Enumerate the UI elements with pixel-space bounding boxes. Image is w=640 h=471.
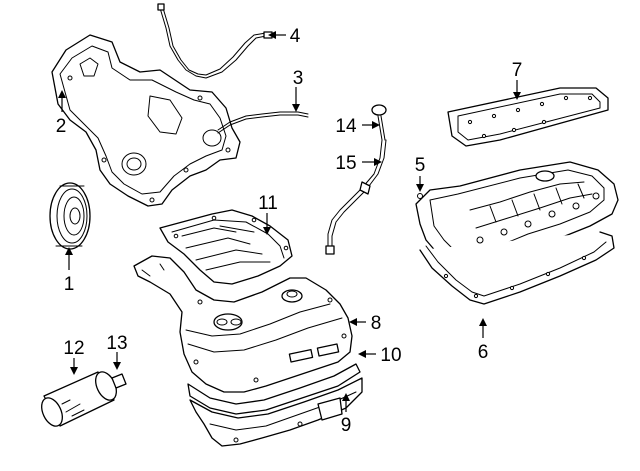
callout-7: 7 <box>512 60 523 81</box>
dipstick[interactable] <box>371 104 387 141</box>
valve-cover-lower-gasket[interactable] <box>419 231 615 305</box>
crank-pulley[interactable] <box>49 182 91 250</box>
upper-oil-pan[interactable] <box>133 255 353 393</box>
callout-1: 1 <box>64 274 75 295</box>
callout-10: 10 <box>380 345 401 366</box>
callout-4: 4 <box>290 26 301 47</box>
valve-cover-gasket[interactable] <box>447 87 609 147</box>
callout-15: 15 <box>335 153 356 174</box>
timing-cover-harness[interactable] <box>157 3 273 79</box>
callout-9: 9 <box>341 415 352 436</box>
leader-lines <box>58 31 521 412</box>
oil-pan-gasket[interactable] <box>187 363 361 415</box>
callout-5: 5 <box>415 155 426 176</box>
oil-filter-adapter[interactable] <box>111 373 127 389</box>
windage-tray[interactable] <box>159 209 293 285</box>
oil-filler-cap[interactable] <box>535 170 555 182</box>
oil-filter[interactable] <box>38 369 121 430</box>
lower-oil-pan[interactable] <box>189 377 363 447</box>
callout-3: 3 <box>293 68 304 89</box>
timing-cover[interactable] <box>51 34 241 207</box>
callout-8: 8 <box>371 313 382 334</box>
callout-14: 14 <box>335 116 357 137</box>
callout-6: 6 <box>478 342 489 363</box>
cam-seal-opening <box>202 129 222 147</box>
callout-13: 13 <box>106 333 127 354</box>
callout-12: 12 <box>63 338 84 359</box>
callout-11: 11 <box>258 193 278 214</box>
sensor-wire[interactable] <box>217 111 309 134</box>
callout-2: 2 <box>56 116 67 137</box>
